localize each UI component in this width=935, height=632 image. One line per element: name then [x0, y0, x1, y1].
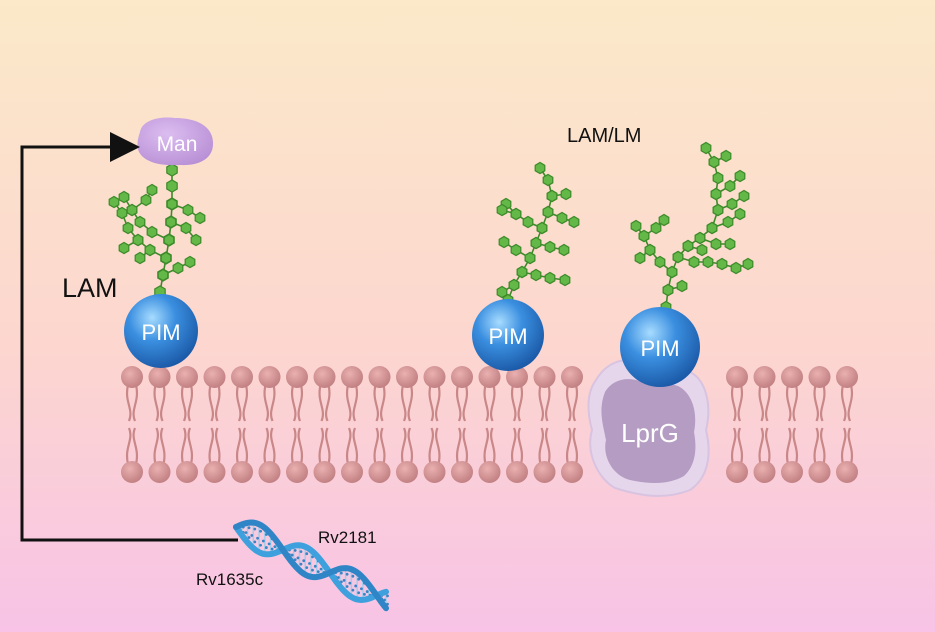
lprg-label: LprG [621, 418, 679, 448]
pim-left-label: PIM [141, 320, 180, 345]
glycan-chains [108, 141, 754, 314]
pim-right: PIM [620, 307, 700, 387]
pim-right-label: PIM [640, 336, 679, 361]
lam-lm-label: LAM/LM [567, 125, 641, 147]
man-molecule: Man [137, 117, 214, 166]
pim-left: PIM [124, 294, 198, 368]
arrow-right-icon [20, 132, 238, 542]
pim-middle-label: PIM [488, 324, 527, 349]
lprg-protein: LprG [587, 359, 710, 497]
gene-rv1635c-label: Rv1635c [196, 570, 264, 589]
gene-rv2181-label: Rv2181 [318, 528, 377, 547]
pim-middle: PIM [472, 299, 544, 371]
dna-helix-icon [233, 519, 389, 612]
man-label: Man [157, 133, 198, 156]
lipid-bilayer [121, 366, 858, 483]
lam-label: LAM [62, 273, 118, 303]
